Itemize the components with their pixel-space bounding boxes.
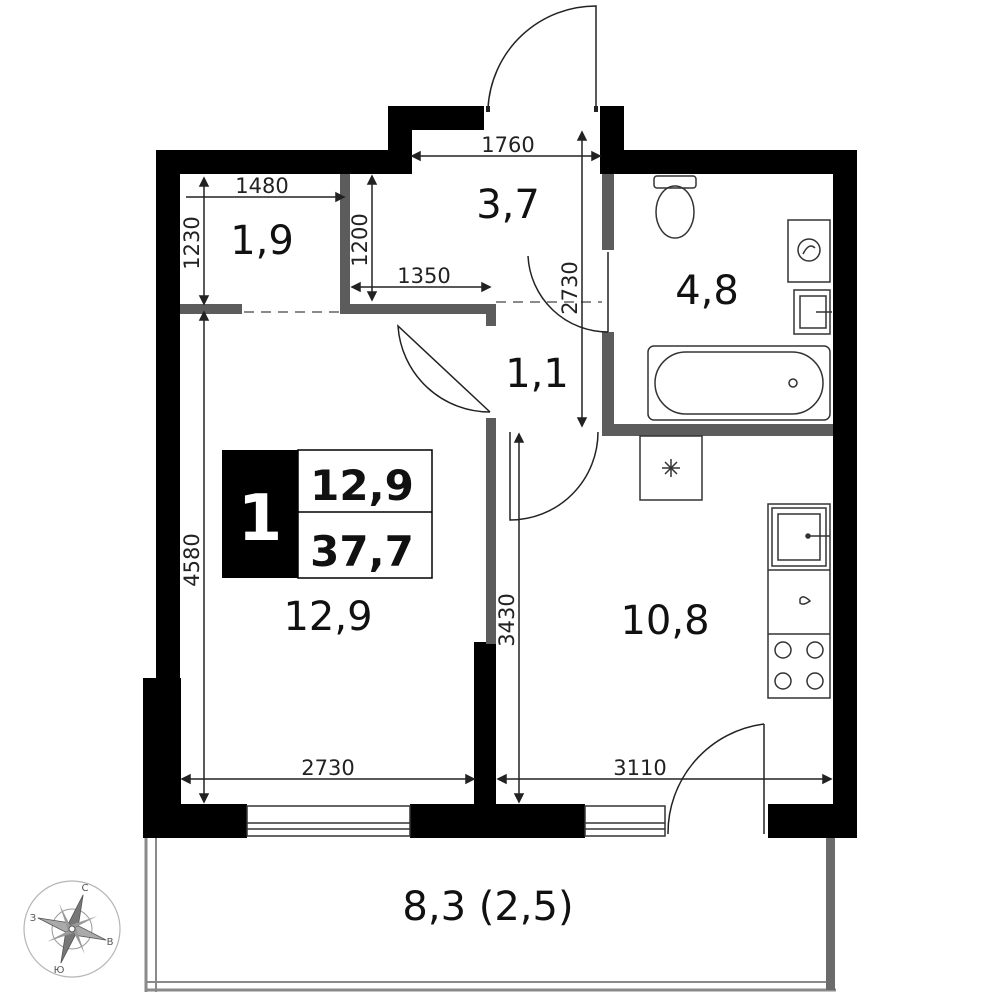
compass-icon: С В Ю З <box>23 880 121 978</box>
area-corridor: 1,1 <box>505 351 569 397</box>
sink-icon <box>793 289 832 335</box>
interior-partitions <box>180 174 833 644</box>
dim-living-height: 4580 <box>180 533 204 586</box>
dimension-lines <box>180 130 833 804</box>
bathroom-door <box>527 252 609 333</box>
zone-separators <box>244 301 602 313</box>
badge-total-area: 37,7 <box>310 527 414 576</box>
area-loggia: 8,3 (2,5) <box>402 884 573 930</box>
drop-icon <box>799 596 812 605</box>
dim-hall-width: 1760 <box>481 133 534 157</box>
washing-machine-icon <box>787 219 831 283</box>
window-kitchen <box>584 805 666 837</box>
compass-north: С <box>82 883 89 894</box>
compass-west: З <box>30 913 36 924</box>
exterior-walls <box>143 106 857 838</box>
kitchen-door <box>509 431 599 521</box>
dim-hall-partition-height: 1200 <box>348 213 372 266</box>
area-storage: 1,9 <box>230 218 294 264</box>
dim-storage-width: 1480 <box>235 174 288 198</box>
fridge-icon <box>639 435 703 501</box>
badge-rooms: 1 <box>238 482 283 556</box>
dim-hall-partition-width: 1350 <box>397 264 450 288</box>
area-kitchen: 10,8 <box>620 598 709 644</box>
area-hall: 3,7 <box>476 182 540 228</box>
toilet-icon <box>653 175 697 239</box>
badge-living-area: 12,9 <box>310 461 414 510</box>
living-door <box>397 324 491 413</box>
compass-south: Ю <box>54 965 65 976</box>
dim-living-width: 2730 <box>301 756 354 780</box>
area-living: 12,9 <box>283 594 372 640</box>
kitchen-fixtures <box>639 435 831 699</box>
compass-east: В <box>107 937 114 948</box>
stove-icon <box>774 641 824 690</box>
dim-corridor-length: 2730 <box>558 261 582 314</box>
bathroom-fixtures <box>647 175 832 421</box>
bathtub-icon <box>647 345 831 421</box>
area-bathroom: 4,8 <box>675 268 739 314</box>
window-living <box>246 805 411 837</box>
dim-kitchen-height: 3430 <box>495 593 519 646</box>
entrance-door <box>487 5 597 109</box>
dim-kitchen-width: 3110 <box>613 756 666 780</box>
kitchen-sink-icon <box>771 507 830 567</box>
summary-badge: 1 12,9 37,7 <box>222 449 433 579</box>
dim-storage-height: 1230 <box>180 216 204 269</box>
loggia-frame <box>144 838 836 992</box>
